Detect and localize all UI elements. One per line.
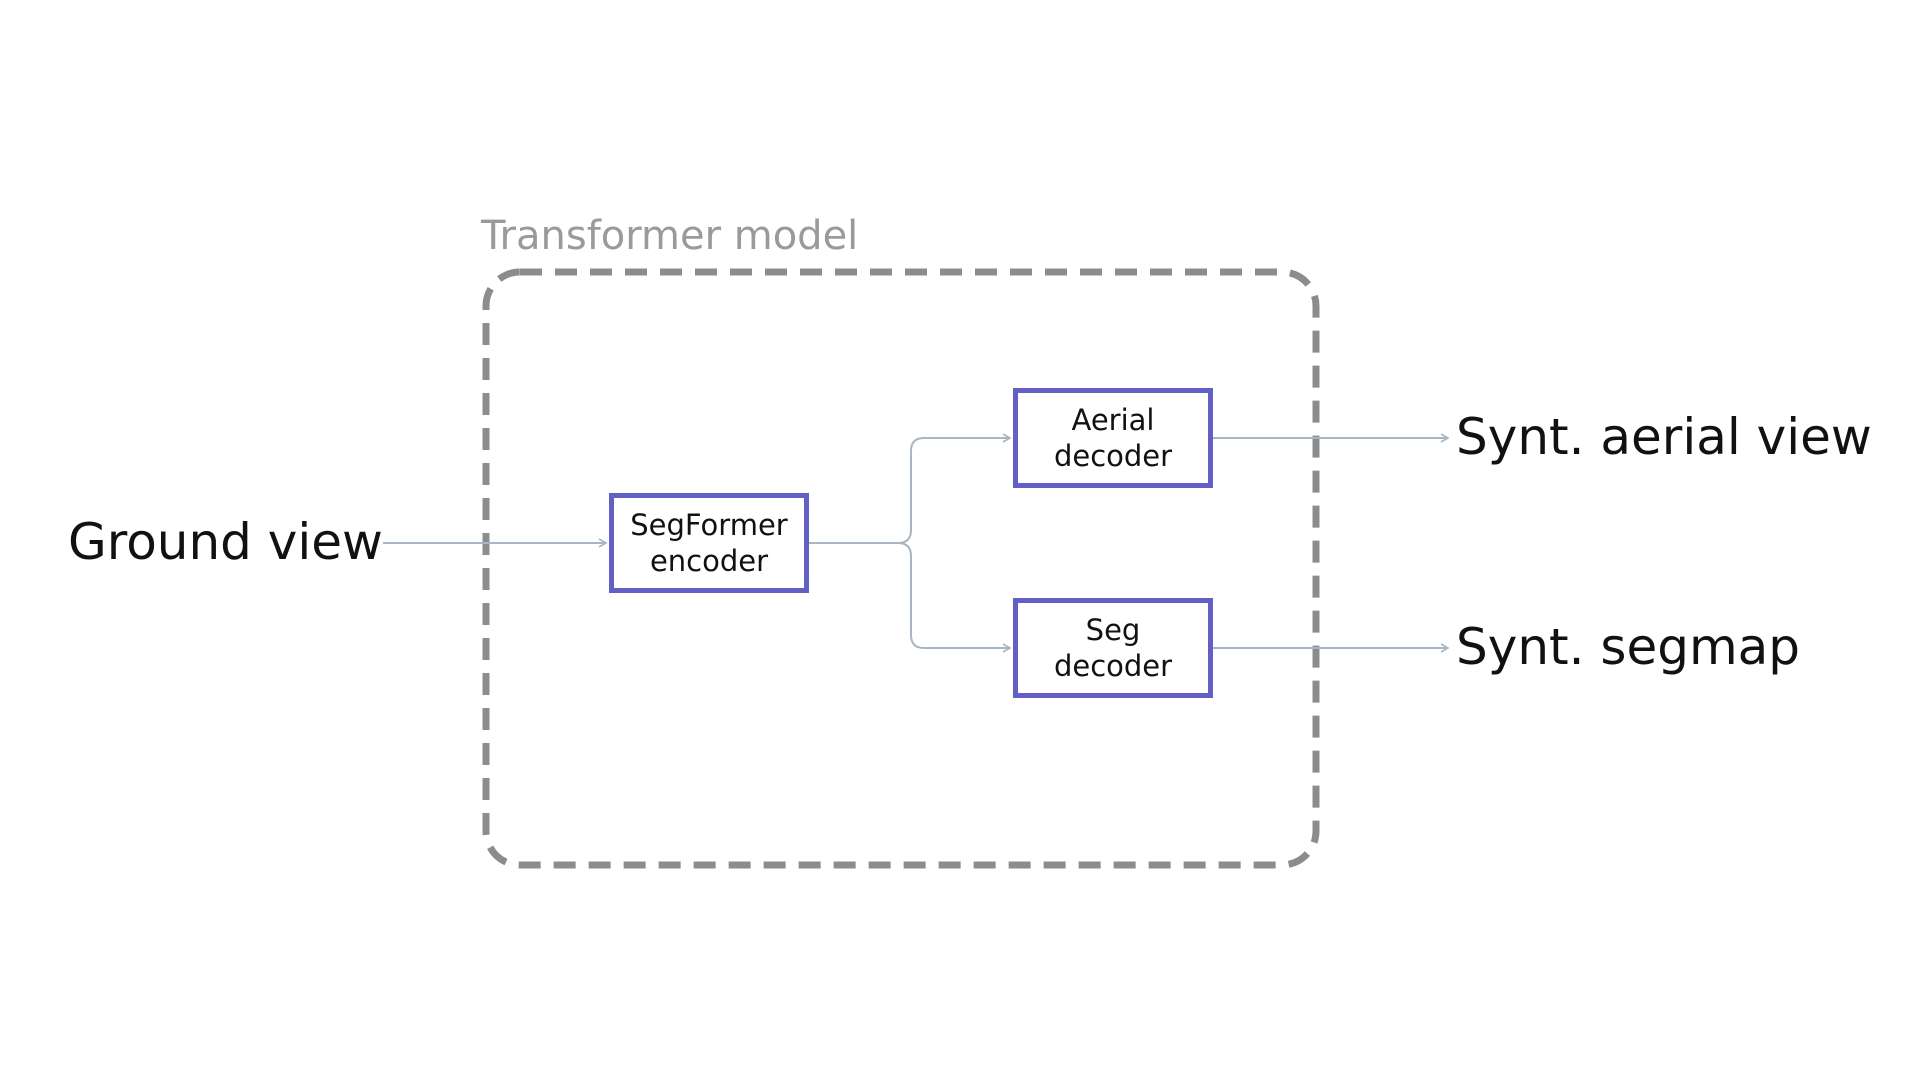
seg-decoder-label-line1: Seg — [1085, 612, 1141, 647]
transformer-model-title: Transformer model — [481, 213, 859, 259]
segformer-encoder-node: SegFormer encoder — [609, 493, 809, 593]
output-segmap-label: Synt. segmap — [1456, 618, 1801, 676]
segformer-encoder-label-line1: SegFormer — [630, 507, 788, 542]
connector-encoder-to-seg-decoder — [897, 542, 1012, 653]
aerial-decoder-label-line2: decoder — [1053, 439, 1173, 473]
input-ground-view-label: Ground view — [68, 513, 383, 571]
connector-encoder-to-aerial-decoder — [809, 433, 1012, 544]
aerial-decoder-node: Aerial decoder — [1013, 388, 1213, 488]
segformer-encoder-label-line2: encoder — [649, 544, 769, 578]
seg-decoder-label-line2: decoder — [1053, 649, 1173, 683]
output-aerial-view-label: Synt. aerial view — [1456, 408, 1872, 466]
seg-decoder-node: Seg decoder — [1013, 598, 1213, 698]
aerial-decoder-label-line1: Aerial — [1071, 402, 1155, 437]
transformer-model-group-border — [482, 268, 1320, 869]
